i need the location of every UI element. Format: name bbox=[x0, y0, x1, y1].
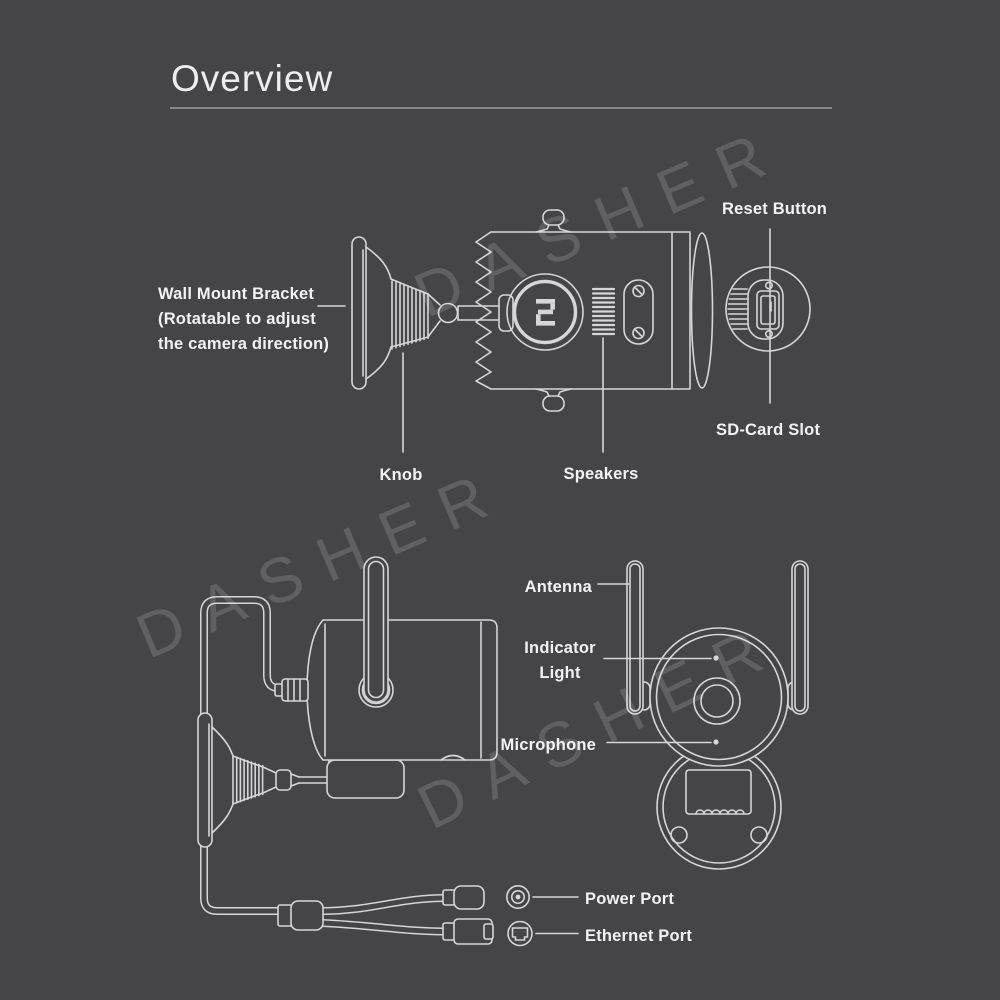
cable-splitter-drawing bbox=[277, 900, 324, 931]
ethernet-port-icon bbox=[507, 920, 533, 947]
top-diagram-side-and-back-view bbox=[317, 209, 811, 453]
power-port-icon bbox=[505, 884, 530, 909]
brand-logo-glyph bbox=[536, 299, 555, 326]
knob-joint-drawing bbox=[437, 294, 514, 332]
wall-mount-bracket-label-line1: Wall Mount Bracket bbox=[158, 285, 315, 303]
page-title: Overview bbox=[171, 57, 334, 99]
reset-button-label: Reset Button bbox=[722, 200, 828, 218]
indicator-light-label: Indicator Light bbox=[505, 636, 615, 686]
sd-card-slot-label: SD-Card Slot bbox=[716, 421, 821, 439]
camera-body-side-drawing bbox=[475, 231, 714, 390]
indicator-light-label-line2: Light bbox=[539, 664, 581, 682]
power-plug-drawing bbox=[442, 885, 485, 910]
wall-mount-bracket-label-line3: the camera direction) bbox=[158, 335, 330, 353]
speaker-grille-drawing bbox=[591, 287, 616, 336]
mounting-clip-top bbox=[535, 209, 572, 233]
microphone-label: Microphone bbox=[500, 736, 596, 754]
logo-ring-drawing bbox=[506, 273, 584, 351]
mount-base-drawing bbox=[656, 744, 782, 870]
back-view-sd-slot-drawing bbox=[725, 266, 811, 352]
bottom-diagram-front-view bbox=[597, 560, 809, 870]
wall-mount-bracket-label-line2: (Rotatable to adjust bbox=[158, 310, 317, 328]
wall-plate-drawing bbox=[197, 712, 213, 848]
power-port-label: Power Port bbox=[585, 890, 675, 908]
front-leader-lines bbox=[597, 583, 712, 744]
indicator-light-label-line1: Indicator bbox=[524, 639, 596, 657]
speakers-label: Speakers bbox=[563, 465, 639, 483]
wall-mount-bracket-label: Wall Mount Bracket (Rotatable to adjust … bbox=[158, 282, 329, 357]
wall-mount-bracket-drawing bbox=[351, 236, 441, 390]
camera-face-drawing bbox=[649, 627, 789, 767]
indicator-light-dot bbox=[713, 655, 719, 661]
bottom-diagram-mounted-side-view bbox=[197, 556, 579, 947]
cable-drawing bbox=[200, 596, 448, 936]
ethernet-port-label: Ethernet Port bbox=[585, 927, 693, 945]
antennas-drawing bbox=[626, 560, 809, 715]
antenna-label: Antenna bbox=[524, 578, 592, 596]
title-divider bbox=[170, 107, 832, 109]
side-screw-plate-drawing bbox=[623, 279, 654, 345]
mounting-clip-bottom bbox=[535, 388, 572, 412]
top-leader-lines bbox=[317, 228, 771, 453]
camera-body-mounted-drawing bbox=[274, 556, 498, 761]
microphone-dot bbox=[713, 739, 719, 745]
ethernet-plug-drawing bbox=[442, 918, 494, 945]
knob-label: Knob bbox=[379, 466, 423, 484]
